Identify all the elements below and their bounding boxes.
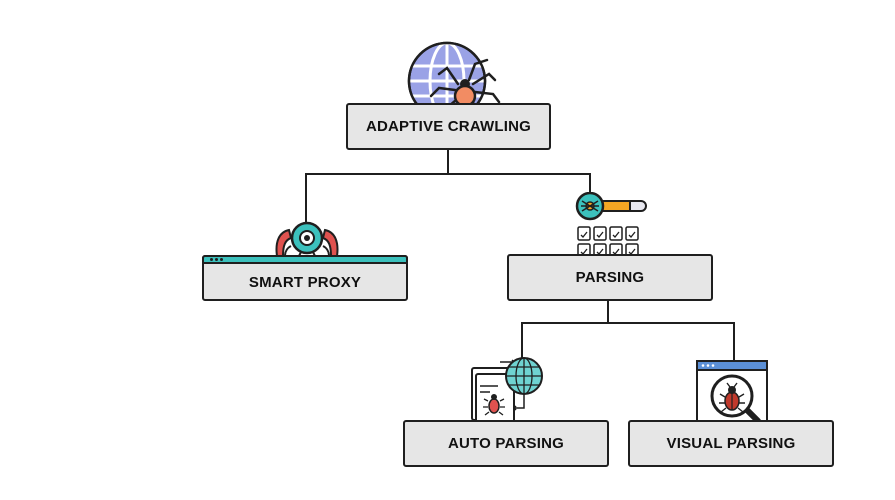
node-adaptive-crawling: ADAPTIVE CRAWLING	[346, 103, 551, 150]
node-label: ADAPTIVE CRAWLING	[365, 118, 532, 135]
node-label: PARSING	[575, 269, 645, 286]
node-smart-proxy: SMART PROXY	[202, 255, 408, 301]
node-auto-parsing: AUTO PARSING	[403, 420, 609, 467]
edge-crawling-to-proxy	[305, 150, 449, 237]
browser-bug-magnifier-icon	[696, 360, 768, 424]
edge-crawling-to-parsing	[448, 173, 591, 196]
node-parsing: PARSING	[507, 254, 713, 301]
spider-globe-icon	[407, 41, 501, 124]
spider-search-documents-icon	[575, 192, 647, 258]
edge-parsing-to-visual	[608, 322, 735, 362]
edge-parsing-to-auto	[521, 301, 609, 362]
browser-bar	[202, 255, 408, 264]
node-label: SMART PROXY	[248, 273, 362, 291]
node-label: VISUAL PARSING	[666, 435, 796, 452]
spider-bot-icon	[275, 221, 339, 257]
document-bug-globe-icon	[471, 357, 543, 426]
node-label: AUTO PARSING	[447, 435, 565, 452]
node-visual-parsing: VISUAL PARSING	[628, 420, 834, 467]
